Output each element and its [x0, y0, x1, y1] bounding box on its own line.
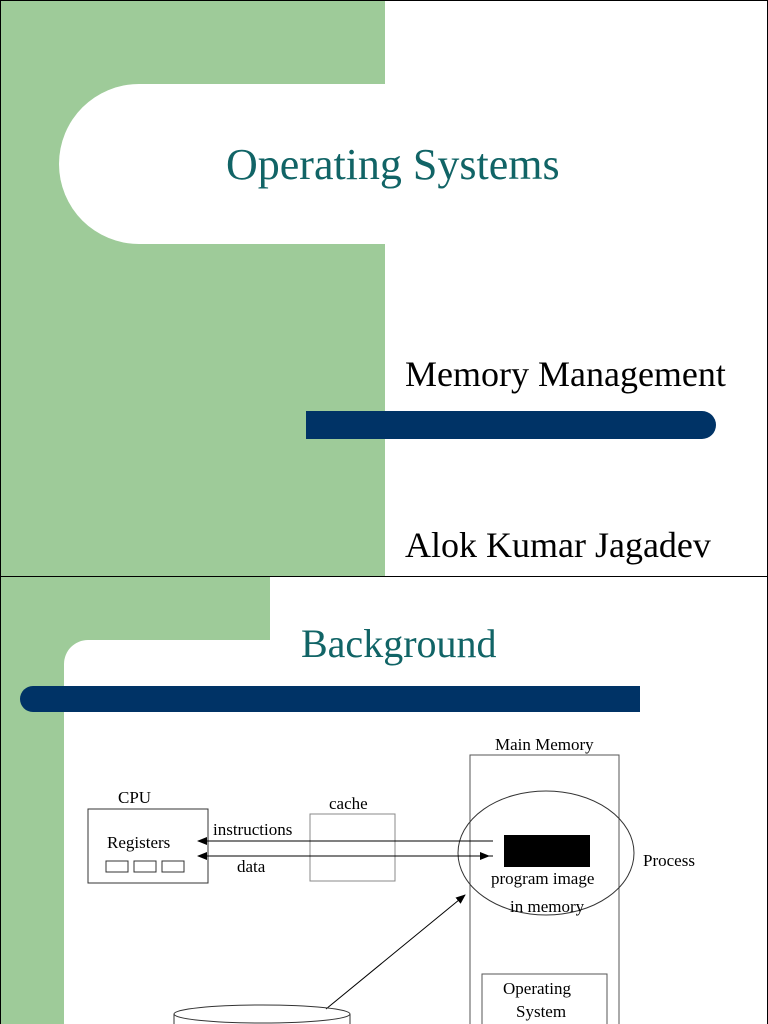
- main-memory-label: Main Memory: [495, 735, 594, 754]
- cache-label: cache: [329, 794, 368, 813]
- slide-title: Background: [301, 621, 497, 666]
- title-banner: [59, 84, 767, 244]
- operating-system-box: [481, 973, 608, 1024]
- slide-1: Operating Systems Memory Management Alok…: [0, 0, 768, 577]
- memory-diagram: Main Memory CPU Registers cache instruct…: [1, 577, 767, 1024]
- process-label: Process: [643, 851, 695, 870]
- accent-bar: [20, 686, 640, 712]
- data-label: data: [237, 857, 266, 876]
- cpu-label: CPU: [118, 788, 152, 807]
- process-ellipse: [457, 790, 635, 916]
- slide-subtitle: Memory Management: [405, 354, 726, 394]
- os-label-line1: Operating: [503, 979, 571, 998]
- disk-cylinder: [173, 1004, 351, 1024]
- instructions-label: instructions: [213, 820, 293, 839]
- slide-2: Background: [0, 576, 768, 1024]
- cpu-box: [87, 808, 209, 884]
- os-label-line2: System: [516, 1002, 567, 1021]
- register-slot: [105, 860, 129, 873]
- disk-load-arrow: [325, 894, 466, 1010]
- main-memory-box: [469, 754, 620, 1024]
- program-image-label: program image: [491, 869, 595, 888]
- program-image-block: [504, 835, 590, 867]
- slide-title: Operating Systems: [226, 140, 560, 189]
- register-slot: [161, 860, 185, 873]
- in-memory-label: in memory: [510, 897, 585, 916]
- registers-label: Registers: [107, 833, 171, 852]
- accent-bar: [306, 411, 716, 439]
- author-name: Alok Kumar Jagadev: [405, 525, 711, 565]
- register-slot: [133, 860, 157, 873]
- cache-box: [309, 813, 396, 882]
- diagram-lines: [87, 754, 635, 1024]
